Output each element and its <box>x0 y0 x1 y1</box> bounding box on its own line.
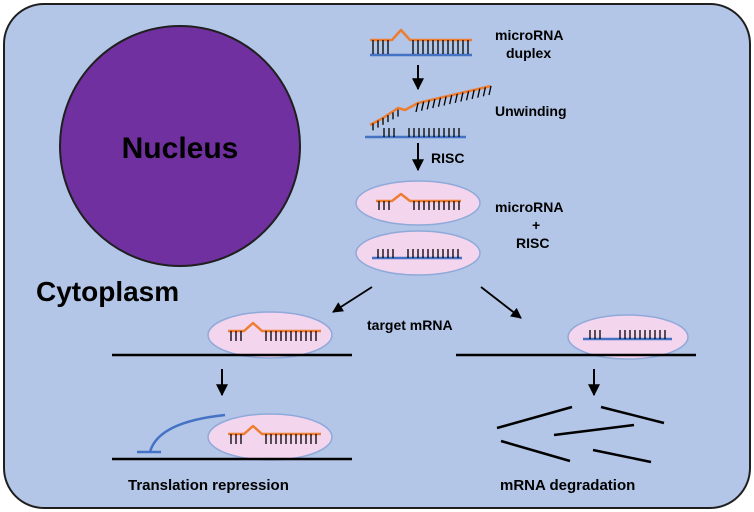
microrna-strand <box>228 424 321 436</box>
cytoplasm-label: Cytoplasm <box>36 276 179 307</box>
base-pair-tick <box>415 102 419 113</box>
microrna-strand <box>376 192 461 203</box>
nucleus-label: Nucleus <box>122 132 239 165</box>
risc-complex <box>207 413 333 461</box>
base-pair-tick <box>432 98 436 109</box>
base-pair-tick <box>482 87 487 97</box>
risc-complex <box>355 180 481 226</box>
microrna-strand <box>370 28 472 42</box>
mrna-fragment <box>496 405 573 430</box>
risc-complexes <box>355 180 481 276</box>
unwinding-strands <box>365 84 492 139</box>
microrna-strand <box>228 321 321 333</box>
complex-label-line3: RISC <box>516 235 549 251</box>
complex-label-line2: + <box>532 217 540 233</box>
arrow-to-degradation-branch <box>480 286 522 319</box>
mrna-fragment <box>600 405 665 425</box>
duplex-label-line2: duplex <box>506 45 551 61</box>
unwinding-label: Unwinding <box>495 103 567 119</box>
complex-label-line1: microRNA <box>495 199 563 215</box>
base-pair-tick <box>471 89 475 100</box>
base-pair-tick <box>420 101 425 111</box>
microrna-duplex <box>370 28 472 57</box>
base-pair-tick <box>437 97 442 107</box>
base-pair-tick <box>449 95 453 105</box>
risc-complex <box>567 314 689 360</box>
left-target-binding <box>207 311 333 359</box>
base-pair-tick <box>443 96 447 106</box>
risc-complex <box>207 311 333 359</box>
arrow-to-translation-branch <box>332 286 373 313</box>
mrna-fragment <box>592 448 652 464</box>
duplex-label-line1: microRNA <box>495 27 563 43</box>
microrna-strand <box>369 84 492 127</box>
translation-repression-label: Translation repression <box>128 477 289 494</box>
nucleus-circle <box>59 25 301 267</box>
repression-inhibition-arc <box>148 413 226 453</box>
base-pair-tick <box>460 92 464 102</box>
base-pair-tick <box>477 88 481 98</box>
base-pair-tick <box>426 100 430 110</box>
mrna-fragment <box>500 439 571 463</box>
mrna-degradation-label: mRNA degradation <box>500 477 635 494</box>
base-pair-tick <box>465 91 470 101</box>
base-pair-tick <box>454 93 458 103</box>
risc-label: RISC <box>431 150 464 166</box>
target-mrna-label: target mRNA <box>367 317 453 333</box>
mrna-fragment <box>553 423 635 437</box>
right-target-binding <box>567 314 689 360</box>
translation-repression-complex <box>207 413 333 461</box>
degraded-mrna-fragments <box>496 405 665 464</box>
base-pair-tick <box>488 85 492 96</box>
